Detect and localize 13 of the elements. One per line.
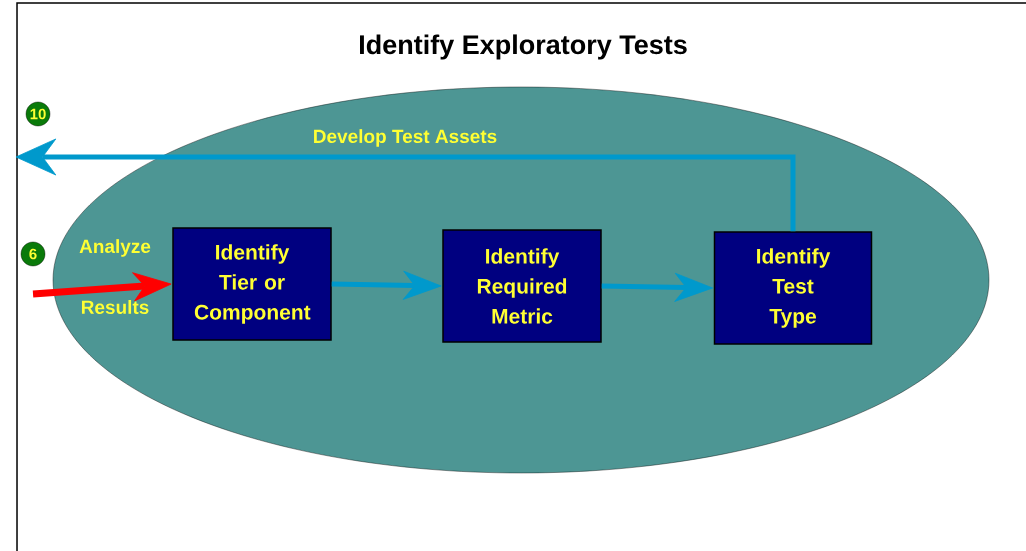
- arrow: [32, 272, 172, 302]
- number-badge: 6: [20, 241, 46, 267]
- flow-label: Analyze: [79, 239, 151, 257]
- title: Identify Exploratory Tests: [360, 34, 687, 60]
- process-box: Identify Test Type: [713, 231, 873, 345]
- arrow: [15, 138, 796, 232]
- process-box: Identify Required Metric: [442, 229, 602, 343]
- flow-label: Results: [81, 300, 149, 314]
- edge-label: Develop Test Assets: [314, 129, 497, 147]
- arrow: [601, 272, 713, 302]
- arrow: [331, 270, 442, 300]
- number-badge: 10: [25, 101, 51, 127]
- process-box: Identify Tier or Component: [172, 227, 332, 341]
